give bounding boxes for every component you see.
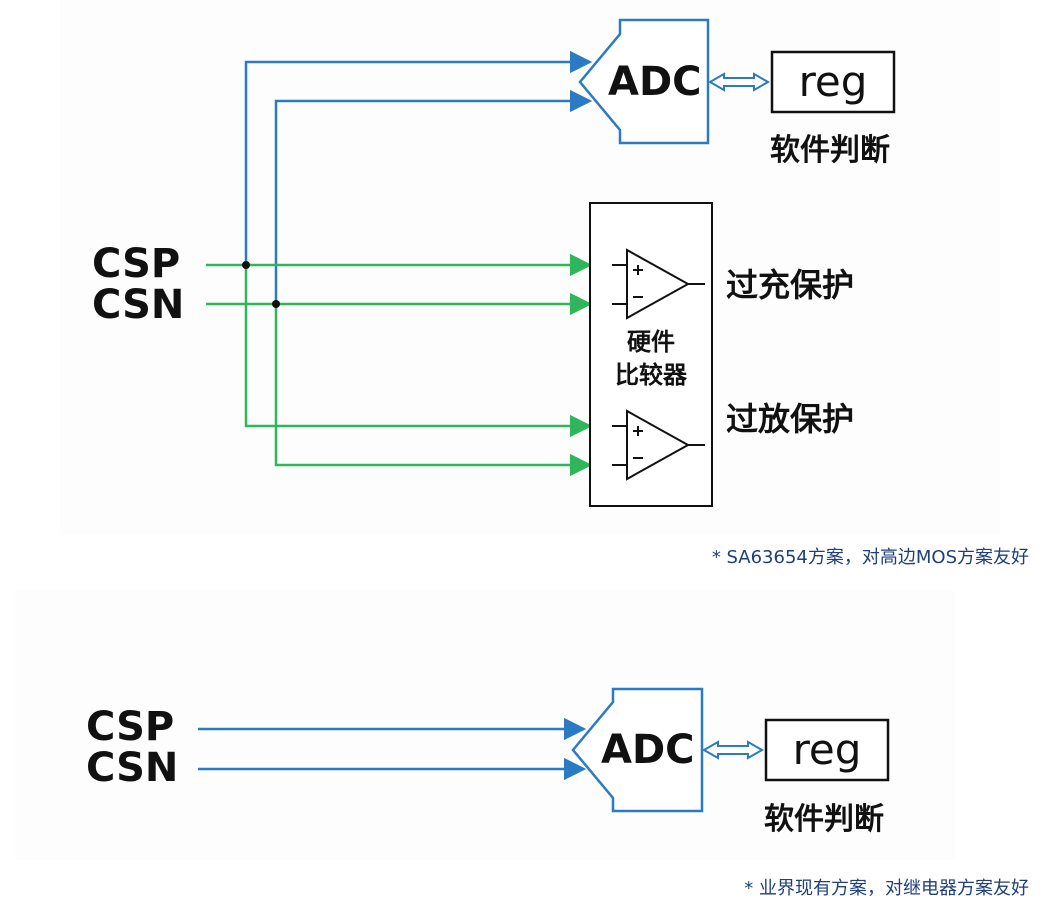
- bottom-caption: * 业界现有方案，对继电器方案友好: [744, 878, 1029, 899]
- top-caption: * SA63654方案，对高边MOS方案友好: [711, 547, 1029, 568]
- top-reg-label: reg: [799, 57, 868, 106]
- top-csn-to-comp2-wire: [274, 304, 593, 477]
- top-comparator-2: [612, 409, 705, 481]
- bottom-adc-label: ADC: [601, 727, 695, 773]
- bottom-adc-reg-double-arrow: [701, 740, 765, 760]
- top-software-label: 软件判断: [770, 133, 890, 168]
- top-csp-to-adc-wire: [244, 50, 593, 265]
- top-overcharge-label: 过充保护: [726, 266, 854, 304]
- top-hw-comparator-box: [589, 202, 713, 507]
- top-overdischarge-label: 过放保护: [726, 400, 854, 438]
- bottom-csn-label: CSN: [86, 745, 178, 791]
- top-csn-junction: [272, 300, 280, 308]
- top-hw-label-line1: 硬件: [627, 328, 675, 356]
- top-diagram: CSP CSN ADC reg 软件判断: [92, 18, 896, 507]
- bottom-csp-label: CSP: [86, 704, 174, 750]
- bottom-reg-label: reg: [793, 725, 862, 774]
- bottom-software-label: 软件判断: [764, 802, 884, 837]
- bottom-adc-block: [571, 687, 704, 813]
- top-csn-to-adc-wire: [274, 89, 593, 304]
- top-adc-reg-double-arrow: [707, 72, 771, 92]
- top-hw-label-line2: 比较器: [615, 361, 688, 389]
- top-adc-label: ADC: [608, 59, 702, 105]
- top-csn-label: CSN: [92, 282, 184, 328]
- top-comparator-1: [612, 248, 705, 320]
- bottom-diagram: CSP CSN ADC reg 软件判断: [86, 687, 890, 837]
- top-adc-block: [578, 18, 710, 145]
- top-reg-box: [770, 50, 896, 114]
- top-csp-to-comp2-wire: [244, 265, 593, 438]
- bottom-reg-box: [764, 718, 890, 782]
- top-csp-label: CSP: [92, 241, 180, 287]
- top-csp-junction: [242, 261, 250, 269]
